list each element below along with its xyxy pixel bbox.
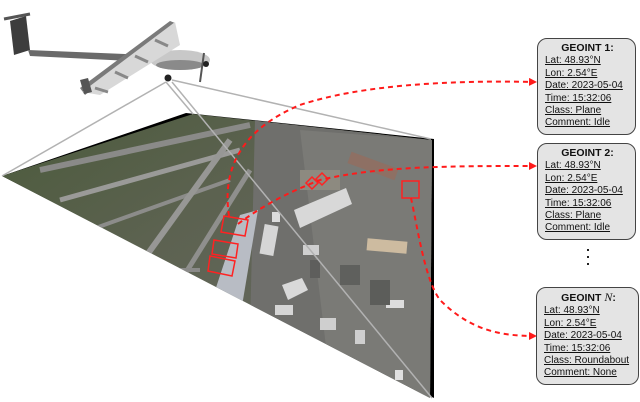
detection-box-roundabout [401, 180, 420, 199]
time-field: Time: 15:32:06 [544, 342, 611, 354]
geoint-card-1: GEOINT 1: Lat: 48.93°N Lon: 2.54°E Date:… [537, 38, 636, 135]
geoint-card-2: GEOINT 2: Lat: 48.93°N Lon: 2.54°E Date:… [537, 143, 636, 240]
detection-box-plane-2 [211, 239, 239, 259]
lon-field: Lon: 2.54°E [545, 172, 598, 184]
date-field: Date: 2023-05-04 [544, 330, 622, 342]
ellipsis-vertical [585, 249, 591, 270]
lat-field: Lat: 48.93°N [545, 55, 601, 67]
geoint-card-n: GEOINT N: Lat: 48.93°N Lon: 2.54°E Date:… [536, 287, 639, 385]
class-field: Class: Roundabout [544, 355, 630, 367]
comment-field: Comment: Idle [545, 117, 611, 129]
detection-box-plane-3 [207, 255, 236, 277]
aerial-image [2, 113, 434, 398]
lat-field: Lat: 48.93°N [544, 305, 600, 317]
class-field: Class: Plane [545, 105, 602, 117]
class-field: Class: Plane [545, 210, 602, 222]
lon-field: Lon: 2.54°E [545, 67, 598, 79]
drone-icon [3, 12, 210, 95]
detection-boxes [207, 171, 420, 277]
comment-field: Comment: Idle [545, 222, 611, 234]
detection-box-pair-b [314, 171, 330, 187]
arrow-to-geoint-n [410, 197, 537, 340]
arrow-to-geoint-2 [237, 162, 537, 225]
lon-field: Lon: 2.54°E [544, 317, 597, 329]
lat-field: Lat: 48.93°N [545, 160, 601, 172]
date-field: Date: 2023-05-04 [545, 80, 623, 92]
time-field: Time: 15:32:06 [545, 92, 612, 104]
detection-box-plane-1 [220, 215, 249, 237]
date-field: Date: 2023-05-04 [545, 185, 623, 197]
geoint-card-title: GEOINT 1: [561, 42, 614, 54]
time-field: Time: 15:32:06 [545, 197, 612, 209]
geoint-card-title: GEOINT 2: [561, 147, 614, 159]
camera-frustum [1, 79, 433, 399]
connector-arrows [226, 77, 537, 340]
arrow-to-geoint-1 [226, 77, 537, 217]
geoint-card-title: GEOINT N: [561, 290, 616, 304]
detection-box-pair-a [304, 175, 320, 191]
comment-field: Comment: None [544, 367, 617, 379]
